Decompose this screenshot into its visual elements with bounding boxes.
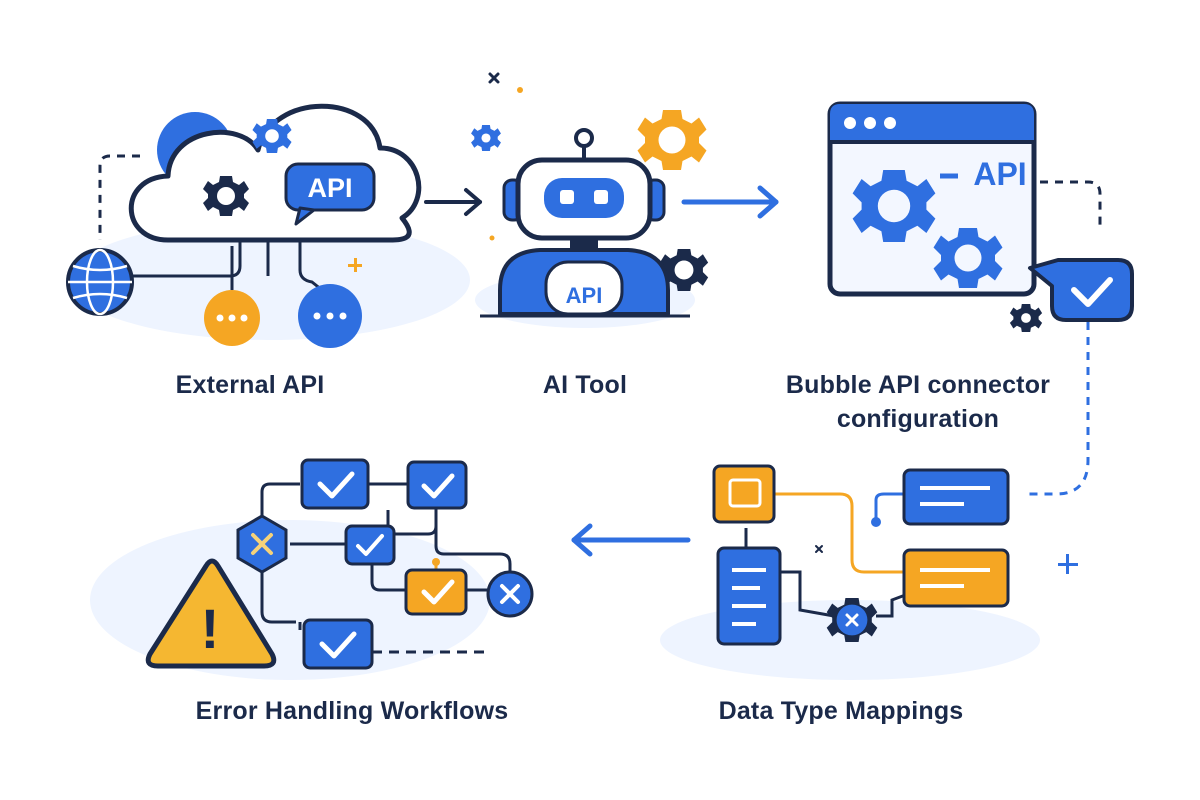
arrow-right-icon xyxy=(681,185,779,219)
dashed-connector xyxy=(1040,180,1102,226)
warning-triangle-icon: ! xyxy=(145,558,277,669)
api-badge-text: API xyxy=(307,173,352,203)
checkmark-icon xyxy=(404,568,468,616)
gear-icon xyxy=(203,176,249,216)
gear-icon xyxy=(659,249,709,291)
gear-icon xyxy=(1009,304,1043,332)
error-handling-label-text: Error Handling Workflows xyxy=(195,697,509,725)
gear-icon xyxy=(933,228,1003,288)
checkmark-icon xyxy=(344,524,396,566)
sparkle-dot xyxy=(489,235,495,241)
external-api-label-text: External API xyxy=(175,371,325,399)
external-api-group: API xyxy=(66,103,470,348)
data-mappings-group xyxy=(660,464,1078,680)
sparkle-icon xyxy=(488,72,500,84)
background-blob xyxy=(70,220,470,340)
data-mappings-label-text: Data Type Mappings xyxy=(718,697,964,725)
api-chat-bubble-icon: API xyxy=(284,162,376,226)
external-api-label: External API xyxy=(130,368,370,402)
close-x-icon xyxy=(236,514,288,574)
checkmark-bubble-icon xyxy=(1028,258,1134,322)
window-api-text: API xyxy=(973,156,1026,192)
error-handling-label: Error Handling Workflows xyxy=(180,694,524,728)
sparkle-dot xyxy=(517,87,523,93)
connector-node xyxy=(432,558,440,566)
document-icon xyxy=(716,546,782,646)
data-mappings-label: Data Type Mappings xyxy=(696,694,986,728)
connector-node xyxy=(871,517,881,527)
cloud-connectors xyxy=(130,240,323,292)
robot-icon: API xyxy=(480,128,690,318)
data-field-card xyxy=(902,548,1010,608)
chat-bubble-icon xyxy=(204,290,260,346)
bubble-connector-label-line2: configuration xyxy=(836,405,1000,433)
gear-icon xyxy=(852,170,936,242)
ai-tool-label: AI Tool xyxy=(485,368,685,402)
warning-symbol: ! xyxy=(201,597,220,660)
sparkle-icon xyxy=(815,545,823,553)
data-field-card xyxy=(902,468,1010,526)
dashed-connector xyxy=(1028,322,1090,496)
close-x-icon xyxy=(486,570,534,618)
gear-icon xyxy=(252,119,292,153)
dashed-connector xyxy=(98,154,140,240)
checkmark-icon xyxy=(406,460,468,510)
chat-bubble-icon xyxy=(298,284,362,348)
gear-icon xyxy=(637,110,707,170)
ai-tool-group: API xyxy=(471,72,709,328)
sparkle-icon xyxy=(1058,554,1078,574)
error-handling-group: ! xyxy=(90,458,534,680)
sparkle-icon xyxy=(348,258,362,272)
bubble-connector-label-line1: Bubble API connector xyxy=(785,371,1051,399)
gear-icon xyxy=(471,125,501,151)
globe-icon xyxy=(66,248,134,316)
close-x-icon xyxy=(845,613,859,627)
arrow-right-icon xyxy=(424,188,482,216)
data-field-box xyxy=(712,464,776,524)
checkmark-icon xyxy=(302,618,374,670)
bubble-connector-group: API xyxy=(827,101,1134,332)
bubble-connector-label: Bubble API connector configuration xyxy=(768,368,1068,436)
robot-api-badge-text: API xyxy=(566,283,603,308)
checkmark-icon xyxy=(300,458,370,510)
arrow-left-icon xyxy=(571,523,691,557)
ai-tool-label-text: AI Tool xyxy=(542,371,628,399)
mapping-connectors xyxy=(744,492,909,618)
